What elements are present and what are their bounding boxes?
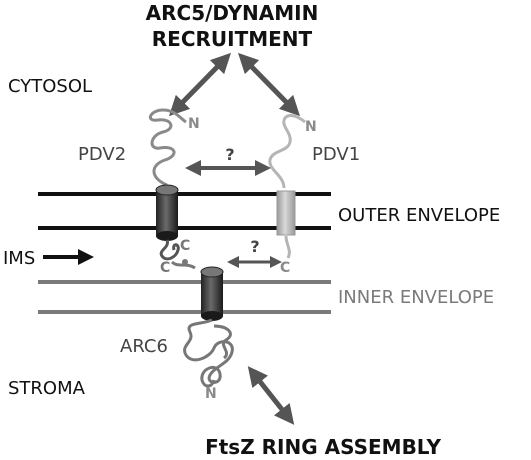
pdv2-label: PDV2: [78, 144, 126, 165]
cytosol-label: CYTOSOL: [8, 76, 92, 97]
pdv1-c-tail: [284, 235, 291, 259]
arc6-c-terminus: C: [160, 260, 170, 276]
pdv1-n-terminus: N: [305, 119, 317, 135]
pdv2-pdv1-question-mark: ?: [225, 145, 234, 164]
arc6-stromal-domain: [183, 318, 234, 388]
arc6-tm-cylinder: [201, 272, 223, 316]
pdv2-recruit-arrow: [169, 52, 231, 117]
stroma-label: STROMA: [8, 378, 86, 399]
pdv1-domain: [268, 114, 306, 189]
pdv2-c-tail: [159, 239, 180, 261]
arc6-label: ARC6: [120, 336, 168, 357]
pdv2-c-terminus: C: [180, 238, 190, 254]
outer-envelope-label: OUTER ENVELOPE: [338, 205, 500, 226]
pdv1-label: PDV1: [312, 144, 360, 165]
pdv1-c-terminus: C: [280, 260, 290, 276]
pdv1-recruit-arrow: [238, 52, 300, 117]
pdv2-n-terminus: N: [188, 116, 200, 132]
arc6-pdv1-question-mark: ?: [250, 237, 259, 256]
ftsz-ring-assembly-label: FtsZ RING ASSEMBLY: [205, 435, 441, 459]
pdv2-domain: [148, 108, 187, 187]
arc6-n-terminus: N: [205, 386, 217, 402]
pdv1-tm-box: [276, 190, 296, 236]
ims-label: IMS: [3, 248, 35, 269]
arc6-c-tail: [170, 260, 196, 270]
ftsz-assembly-arrow: [247, 366, 295, 425]
title-line2: RECRUITMENT: [152, 27, 313, 51]
inner-envelope-label: INNER ENVELOPE: [338, 287, 494, 308]
pdv2-tm-cylinder: [156, 190, 178, 236]
title-line1: ARC5/DYNAMIN: [146, 1, 319, 25]
